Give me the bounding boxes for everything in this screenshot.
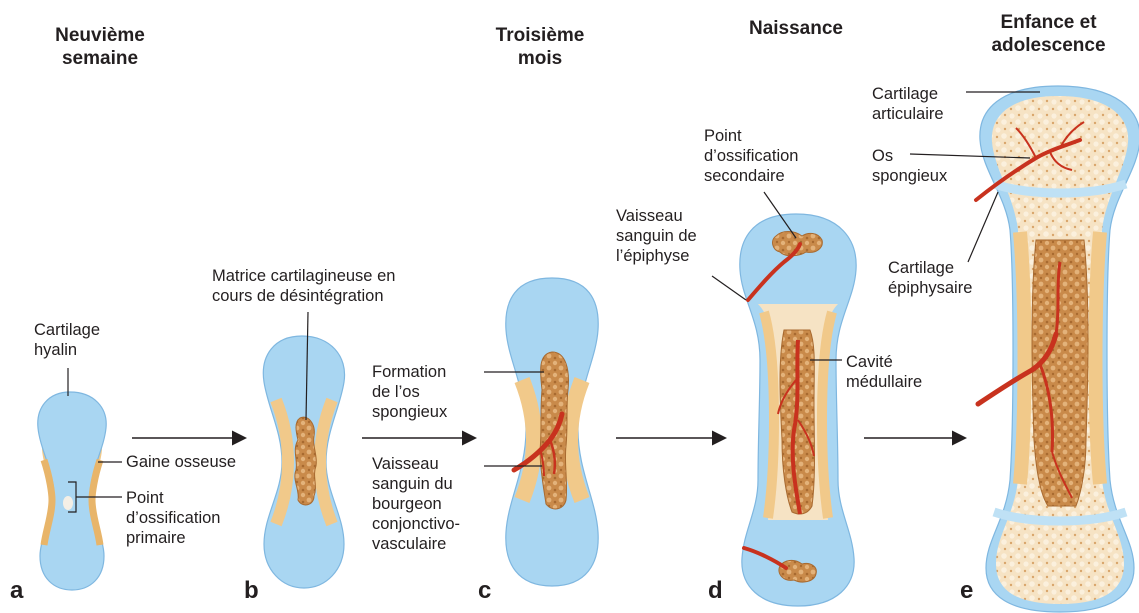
bone-stage-a [38, 392, 106, 590]
label-epiphyseal-cartilage: Cartilage épiphysaire [888, 258, 972, 298]
panel-letter-b: b [244, 578, 259, 604]
label-secondary-ossification: Point d’ossification secondaire [704, 126, 798, 186]
label-spongy-formation: Formation de l’os spongieux [372, 362, 447, 422]
heading-stage-c: Troisième mois [450, 24, 630, 70]
bone-stage-d [740, 214, 856, 606]
primary-ossification-point-a [63, 496, 73, 510]
heading-stage-a: Neuvième semaine [10, 24, 190, 70]
bone-stage-b [263, 336, 344, 588]
label-epiphysis-vessel: Vaisseau sanguin de l’épiphyse [616, 206, 697, 266]
label-disintegrating-matrix: Matrice cartilagineuse en cours de désin… [212, 266, 395, 306]
bone-stage-c [506, 278, 598, 586]
medullary-cavity-e [1032, 240, 1088, 506]
label-primary-ossification: Point d’ossification primaire [126, 488, 220, 548]
label-hyaline-cartilage: Cartilage hyalin [34, 320, 100, 360]
label-bone-collar: Gaine osseuse [126, 452, 236, 472]
label-spongy-bone: Os spongieux [872, 146, 947, 186]
panel-letter-a: a [10, 578, 23, 604]
bone-stage-e [976, 86, 1139, 612]
panel-letter-d: d [708, 578, 723, 604]
heading-stage-d: Naissance [706, 17, 886, 40]
disintegrating-matrix-b [295, 417, 317, 505]
heading-stage-e: Enfance et adolescence [958, 11, 1139, 57]
panel-letter-e: e [960, 578, 973, 604]
label-medullary-cavity: Cavité médullaire [846, 352, 922, 392]
panel-letter-c: c [478, 578, 491, 604]
label-articular-cartilage: Cartilage articulaire [872, 84, 944, 124]
label-bud-vessel: Vaisseau sanguin du bourgeon conjonctivo… [372, 454, 460, 554]
